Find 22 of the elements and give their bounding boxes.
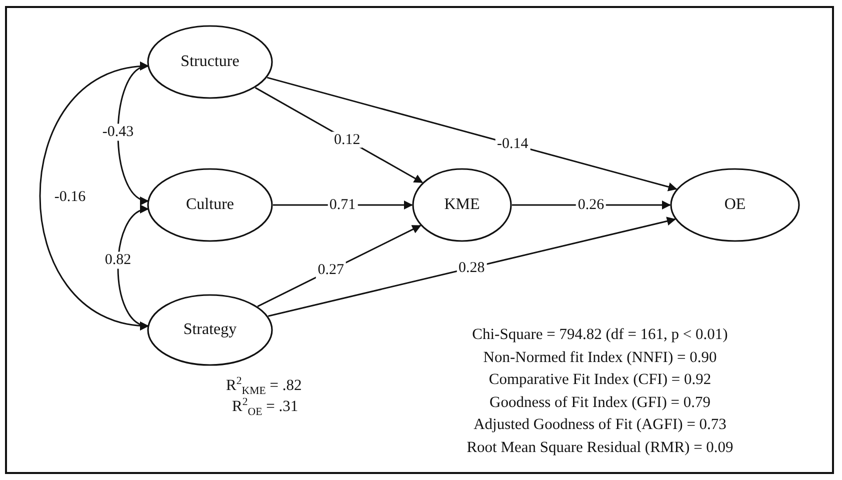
arrow [39, 62, 149, 330]
fit-statistic: Comparative Fit Index (CFI) = 0.92 [488, 371, 712, 390]
node-label: Culture [186, 196, 234, 214]
fit-statistic: Non-Normed fit Index (NNFI) = 0.90 [483, 348, 717, 368]
node-label: OE [724, 196, 746, 214]
fit-statistic: Root Mean Square Residual (RMR) = 0.09 [466, 438, 734, 458]
fit-statistic: Goodness of Fit Index (GFI) = 0.79 [490, 394, 710, 412]
node-label: Structure [180, 53, 240, 71]
r-squared-label: R$^{2}$$_{KME}$ = .82 [226, 377, 302, 396]
node-label: KME [444, 196, 480, 214]
fit-statistic: Chi-Square = 794.82 (df = 161, p < 0.01) [472, 326, 728, 345]
path-coefficient: -0.14 [495, 136, 530, 153]
path-coefficient: 0.27 [316, 262, 346, 278]
arrow [268, 216, 676, 317]
path-coefficient: 0.12 [332, 132, 362, 148]
path-coefficient: -0.43 [100, 124, 136, 140]
arrow [117, 206, 149, 328]
r-squared-label: R$^{2}$$_{OE}$ = .31 [232, 398, 298, 417]
node-label: Strategy [183, 321, 237, 339]
arrow [266, 76, 678, 192]
fit-statistic: Adjusted Goodness of Fit (AGFI) = 0.73 [474, 416, 726, 435]
path-coefficient: 0.82 [102, 252, 134, 268]
